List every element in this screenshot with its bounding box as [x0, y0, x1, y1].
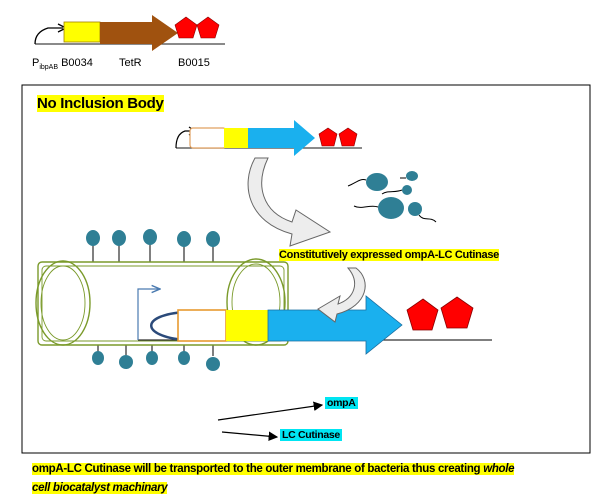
middle-rbs-box: [224, 128, 248, 148]
top-tetr-arrow: [100, 15, 178, 51]
top-terminator-1: [174, 16, 198, 39]
free-proteins: [347, 171, 437, 223]
caption-emphasis-1: whole: [483, 463, 515, 475]
membrane-proteins-bottom: [92, 345, 220, 371]
top-terminator-2: [196, 16, 220, 39]
ompa-pointer: [217, 401, 324, 421]
lc-pointer: [221, 431, 279, 442]
caption-emphasis-2: cell biocatalyst machinary: [32, 482, 168, 494]
large-construct: [137, 289, 492, 355]
large-plasmid-curve: [150, 310, 186, 342]
middle-promoter-box: [189, 127, 227, 149]
large-rbs-box: [226, 310, 268, 341]
middle-cds-arrow: [248, 120, 315, 156]
large-promoter-box: [177, 309, 227, 342]
curved-arrow-2: [317, 267, 366, 323]
top-promoter-arrow: [34, 27, 63, 45]
panel-border: [21, 84, 591, 454]
large-terminator-2: [440, 296, 474, 329]
large-terminator-1: [406, 298, 439, 331]
curved-arrow-1: [247, 157, 332, 247]
caption-text: ompA-LC Cutinase will be transported to …: [32, 463, 484, 475]
top-construct: [34, 15, 225, 51]
middle-terminator-1: [318, 127, 338, 147]
ompa-label: ompA: [325, 397, 358, 409]
bacterial-cell: [35, 229, 289, 371]
middle-terminator-2: [338, 127, 358, 147]
tetr-label: TetR: [119, 57, 142, 69]
terminator-label: B0015: [178, 57, 210, 69]
panel-title: No Inclusion Body: [37, 95, 164, 112]
promoter-label: PibpAB B0034: [32, 57, 93, 72]
top-rbs-box: [63, 21, 101, 43]
membrane-proteins-top: [86, 229, 220, 262]
lc-cutinase-label: LC Cutinase: [280, 429, 342, 441]
expression-label: Constitutively expressed ompA-LC Cutinas…: [279, 249, 499, 261]
middle-construct: [175, 120, 362, 156]
caption: ompA-LC Cutinase will be transported to …: [32, 460, 572, 498]
large-promoter-arrow: [137, 289, 160, 340]
large-cds-arrow: [267, 295, 403, 355]
